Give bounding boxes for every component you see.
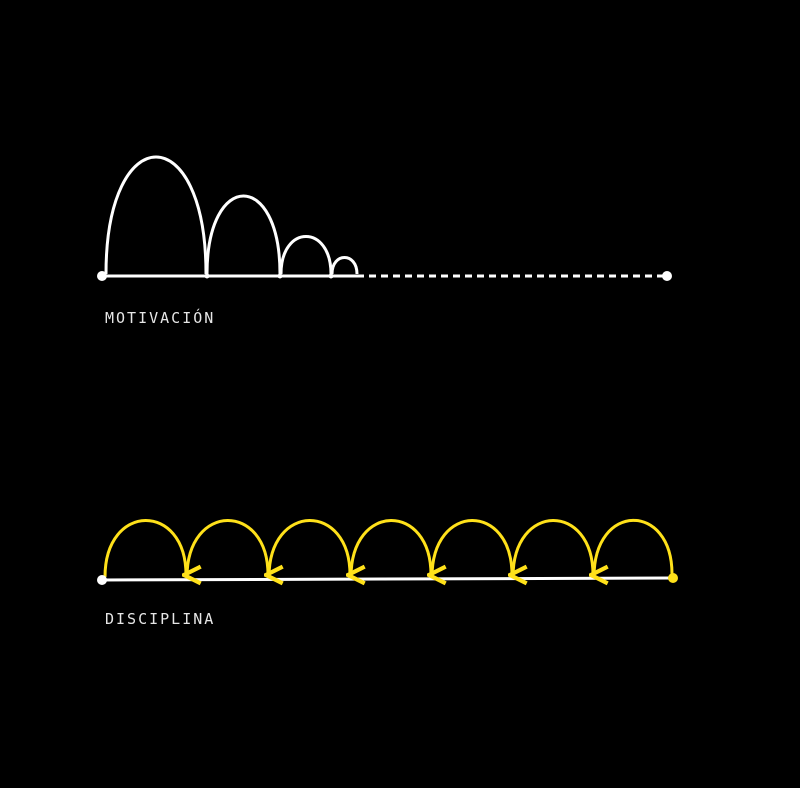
discipline-arc-2	[185, 519, 268, 577]
motivation-tick-2	[277, 273, 283, 279]
motivation-tick-1	[204, 273, 210, 279]
discipline-arc-6	[511, 519, 593, 577]
discipline-line	[101, 576, 673, 582]
motivation-arc-4	[330, 256, 359, 275]
motivation-tick-3	[328, 273, 334, 279]
discipline-arc-5	[430, 519, 512, 577]
discipline-arc-7	[592, 519, 674, 578]
motivation-start-dot	[97, 271, 107, 281]
motivation-diagram	[97, 155, 672, 281]
motivation-arc-2	[205, 194, 282, 275]
motivation-arc-1	[104, 155, 208, 275]
motivation-arc-3	[279, 235, 333, 275]
discipline-arc-1	[103, 519, 186, 577]
motivation-label: MOTIVACIÓN	[105, 309, 216, 327]
discipline-diagram	[97, 519, 678, 585]
motivation-end-dot	[662, 271, 672, 281]
discipline-arc-3	[267, 519, 350, 577]
discipline-label: DISCIPLINA	[105, 610, 216, 628]
discipline-end-dot	[668, 573, 678, 583]
discipline-start-dot	[97, 575, 107, 585]
discipline-arc-4	[349, 519, 431, 577]
